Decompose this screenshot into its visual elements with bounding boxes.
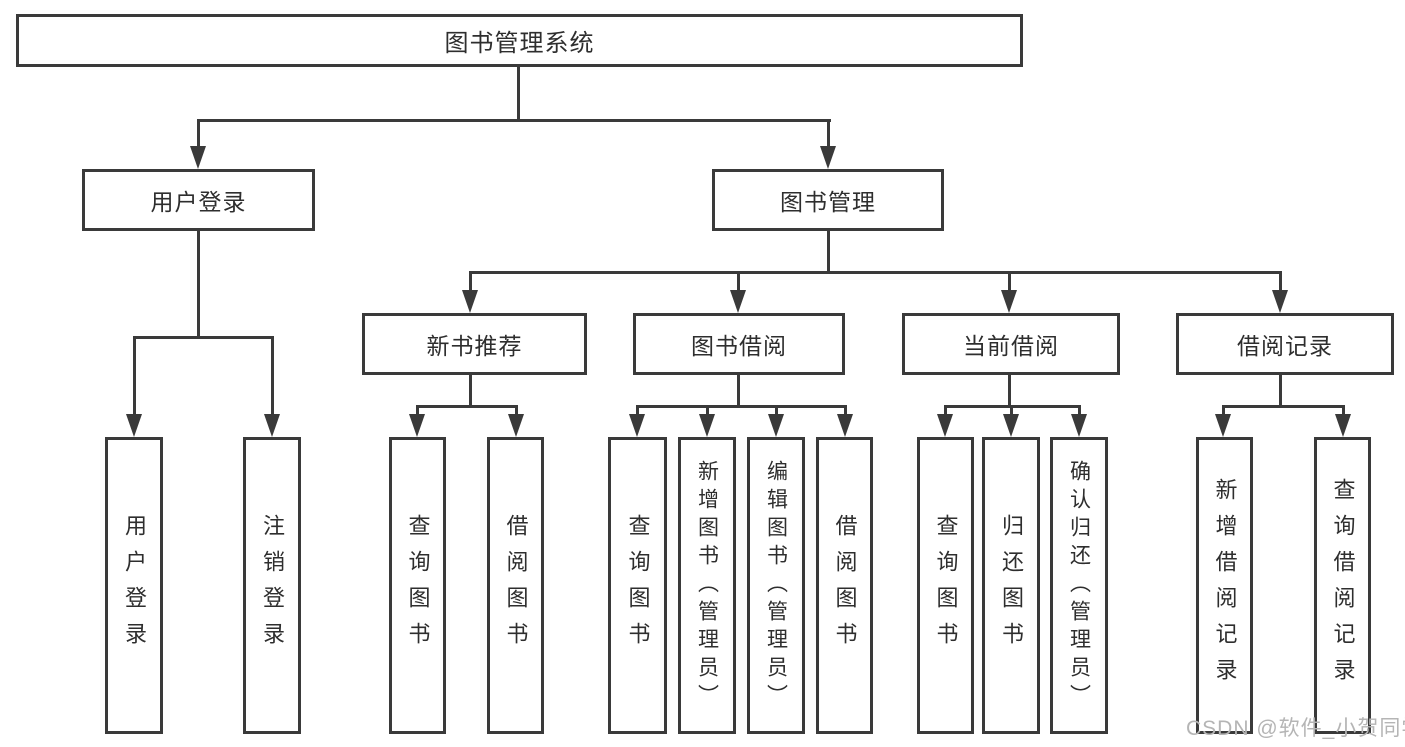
arrow-down-icon: [1001, 290, 1017, 313]
connector-stub: [271, 336, 274, 418]
connector-level3-rail: [469, 271, 1282, 274]
connector-user-login-stub: [197, 119, 200, 152]
connector-book-mgmt-stem: [827, 231, 830, 273]
connector-stub: [1008, 271, 1011, 293]
leaf-query-books-recommend: 查询图书: [389, 437, 446, 734]
node-user-login: 用户登录: [82, 169, 315, 231]
csdn-watermark: CSDN @软件_小贺同学: [1186, 717, 1405, 740]
leaf-query-books-current: 查询图书: [917, 437, 974, 734]
node-book-borrowing: 图书借阅: [633, 313, 845, 375]
arrow-down-icon: [508, 414, 524, 437]
connector-stub: [133, 336, 136, 418]
connector-stem: [1008, 375, 1011, 407]
arrow-down-icon: [1003, 414, 1019, 437]
connector-stub: [737, 271, 740, 293]
leaf-user-login: 用户登录: [105, 437, 163, 734]
connector-stub: [1279, 271, 1282, 293]
arrow-down-icon: [264, 414, 280, 437]
connector-stub: [944, 405, 947, 419]
connector-stub: [1010, 405, 1013, 419]
arrow-down-icon: [768, 414, 784, 437]
arrow-down-icon: [1335, 414, 1351, 437]
connector-stub: [515, 405, 518, 419]
arrow-down-icon: [409, 414, 425, 437]
connector-rail: [416, 405, 518, 408]
arrow-down-icon: [462, 290, 478, 313]
connector-stub: [416, 405, 419, 419]
node-borrowing-records: 借阅记录: [1176, 313, 1394, 375]
arrow-down-icon: [820, 146, 836, 169]
connector-book-mgmt-stub: [827, 119, 830, 152]
leaf-confirm-return-admin: 确认归还（管理员）: [1050, 437, 1108, 734]
leaf-query-books-borrowing: 查询图书: [608, 437, 667, 734]
connector-level2-rail: [197, 119, 831, 122]
connector-stem: [737, 375, 740, 407]
leaf-query-borrow-record: 查询借阅记录: [1314, 437, 1371, 734]
connector-rail: [636, 405, 847, 408]
arrow-down-icon: [629, 414, 645, 437]
leaf-edit-books-admin: 编辑图书（管理员）: [747, 437, 805, 734]
connector-root-stem: [517, 67, 520, 122]
connector-stub: [469, 271, 472, 293]
connector-user-login-rail: [133, 336, 274, 339]
connector-rail: [1222, 405, 1344, 408]
arrow-down-icon: [837, 414, 853, 437]
leaf-logout: 注销登录: [243, 437, 301, 734]
node-library-management-system: 图书管理系统: [16, 14, 1023, 67]
node-new-book-recommendation: 新书推荐: [362, 313, 587, 375]
connector-stem: [1279, 375, 1282, 407]
connector-stub: [844, 405, 847, 419]
arrow-down-icon: [1215, 414, 1231, 437]
arrow-down-icon: [937, 414, 953, 437]
leaf-borrow-books-recommend: 借阅图书: [487, 437, 544, 734]
connector-user-login-stem: [197, 231, 200, 338]
connector-stub: [636, 405, 639, 419]
connector-stub: [1222, 405, 1225, 419]
node-current-borrowing: 当前借阅: [902, 313, 1120, 375]
arrow-down-icon: [1071, 414, 1087, 437]
arrow-down-icon: [190, 146, 206, 169]
node-book-management: 图书管理: [712, 169, 944, 231]
arrow-down-icon: [730, 290, 746, 313]
leaf-borrow-books-borrowing: 借阅图书: [816, 437, 873, 734]
connector-stub: [775, 405, 778, 419]
connector-stem: [469, 375, 472, 407]
connector-stub: [1342, 405, 1345, 419]
connector-stub: [1078, 405, 1081, 419]
leaf-add-borrow-record: 新增借阅记录: [1196, 437, 1253, 734]
arrow-down-icon: [1272, 290, 1288, 313]
arrow-down-icon: [126, 414, 142, 437]
leaf-return-books: 归还图书: [982, 437, 1040, 734]
connector-stub: [706, 405, 709, 419]
leaf-add-books-admin: 新增图书（管理员）: [678, 437, 736, 734]
arrow-down-icon: [699, 414, 715, 437]
